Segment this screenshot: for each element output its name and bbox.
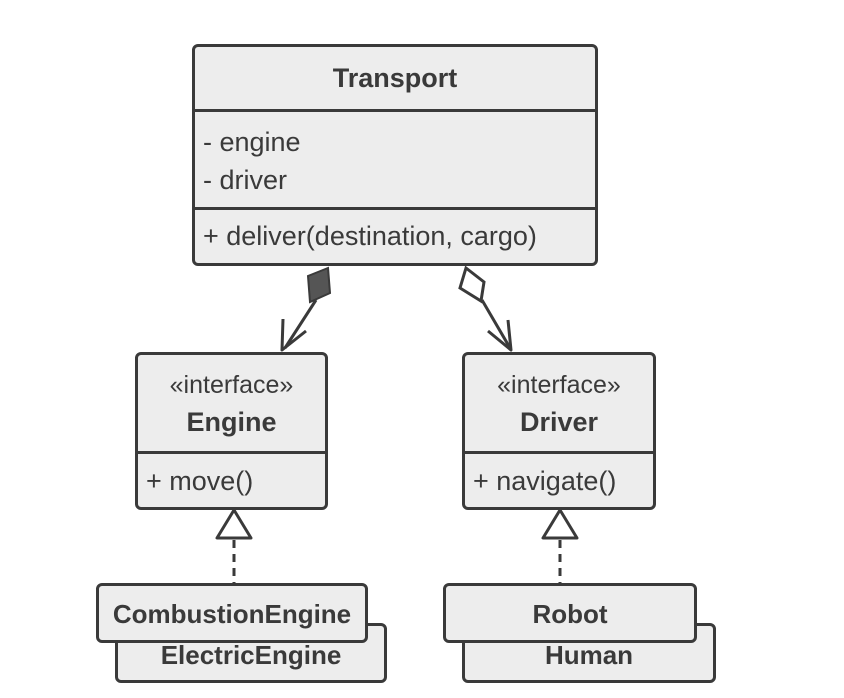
aggregation-edge bbox=[458, 265, 513, 352]
engine-name: Engine bbox=[186, 407, 277, 437]
electricengine-name: ElectricEngine bbox=[160, 640, 342, 670]
transport-field-engine: - engine bbox=[203, 127, 301, 157]
composition-edge bbox=[280, 266, 332, 352]
engine-interface[interactable]: «interface» Engine + move() bbox=[135, 352, 328, 510]
driver-method-navigate: + navigate() bbox=[473, 466, 617, 496]
engine-header: «interface» Engine bbox=[138, 355, 325, 451]
engine-stereotype: «interface» bbox=[169, 371, 294, 399]
driver-stereotype: «interface» bbox=[497, 371, 621, 399]
transport-class[interactable]: Transport - engine - driver + deliver(de… bbox=[192, 44, 598, 266]
driver-name: Driver bbox=[519, 407, 599, 437]
aggregation-diamond bbox=[458, 265, 486, 304]
transport-class-name: Transport bbox=[332, 63, 458, 93]
robot-class[interactable]: Robot bbox=[443, 583, 697, 643]
driver-methods: + navigate() bbox=[465, 451, 653, 507]
human-name: Human bbox=[544, 640, 634, 670]
transport-fields: - engine - driver bbox=[195, 109, 595, 207]
transport-methods: + deliver(destination, cargo) bbox=[195, 207, 595, 263]
combustionengine-class[interactable]: CombustionEngine bbox=[96, 583, 368, 643]
transport-field-driver: - driver bbox=[203, 165, 288, 195]
driver-header: «interface» Driver bbox=[465, 355, 653, 451]
engine-method-move: + move() bbox=[146, 466, 254, 496]
transport-method-deliver: + deliver(destination, cargo) bbox=[203, 221, 537, 251]
engine-methods: + move() bbox=[138, 451, 325, 507]
robot-name: Robot bbox=[532, 599, 608, 629]
driver-interface[interactable]: «interface» Driver + navigate() bbox=[462, 352, 656, 510]
composition-diamond bbox=[306, 266, 332, 304]
realization-edge-driver bbox=[541, 508, 579, 583]
combustionengine-name: CombustionEngine bbox=[112, 599, 352, 629]
realization-edge-engine bbox=[215, 508, 253, 583]
